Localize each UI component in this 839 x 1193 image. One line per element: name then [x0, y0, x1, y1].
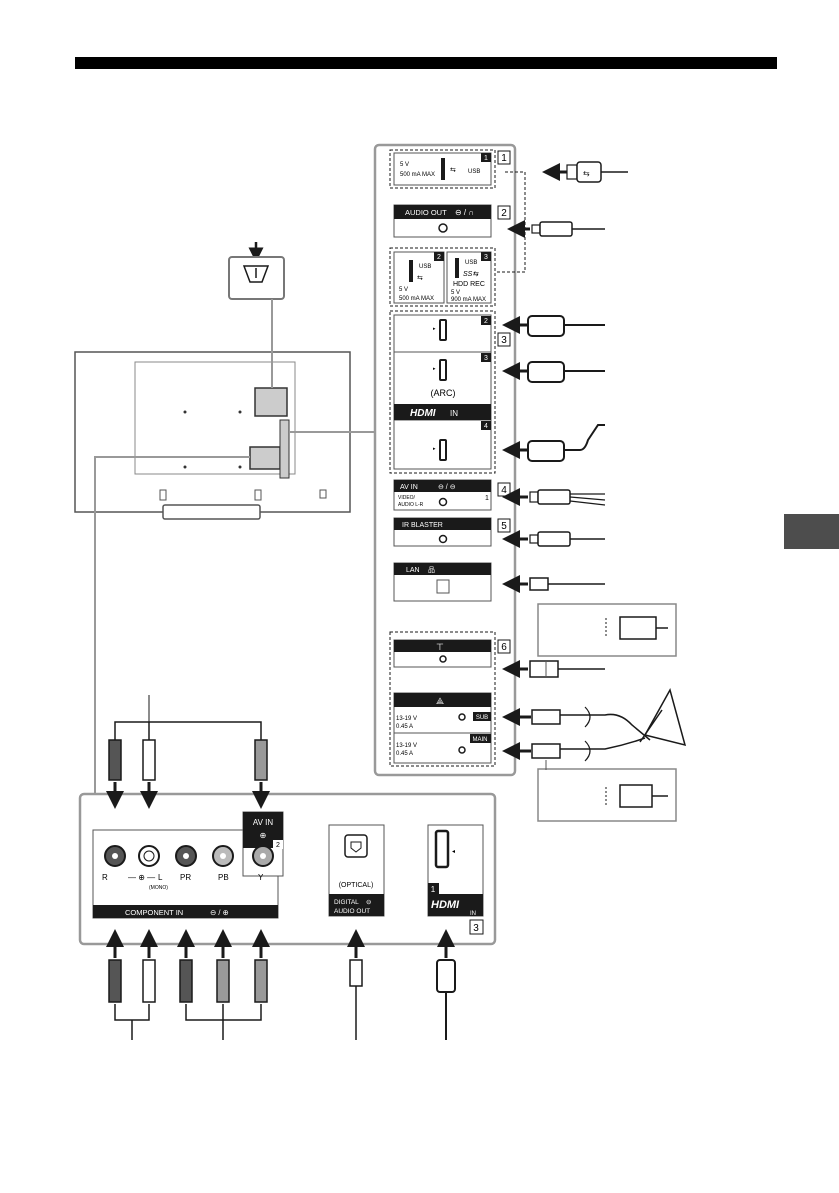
bottom-group-num: 3 [473, 923, 479, 934]
svg-text:⊖ / ⊕: ⊖ / ⊕ [210, 908, 229, 917]
hdmi2-num: 2 [484, 318, 488, 325]
jack-r-label: R [102, 873, 108, 882]
usb2-name: USB [419, 264, 431, 270]
audio-out-label: AUDIO OUT [405, 208, 447, 217]
svg-text:— ⊕ —: — ⊕ — [128, 873, 155, 882]
sat-sub-tag: SUB [476, 715, 488, 721]
headphone-icon: ⊖ / ∩ [455, 208, 474, 217]
usb1-name: USB [468, 169, 480, 175]
hdmi1-num: 1 [431, 885, 436, 894]
usb3-voltage: 5 V [451, 290, 460, 296]
group-num-1: 1 [501, 153, 507, 164]
hdmi4-num: 4 [484, 423, 488, 430]
sat-sub-voltage: 13-19 V [396, 716, 417, 722]
svg-text:◂: ◂ [452, 849, 455, 855]
jack-mono-label: (MONO) [149, 885, 168, 891]
usb2-num: 2 [437, 254, 441, 261]
antenna-icon: ⊤ [436, 642, 444, 652]
jack-y-label: Y [258, 873, 264, 882]
usb1-current: 500 mA MAX [400, 172, 435, 178]
svg-text:▸: ▸ [433, 326, 436, 332]
hdmi3-arc: (ARC) [431, 388, 456, 398]
tv-rear [74, 242, 375, 795]
sat-main-current: 0.45 A [396, 751, 413, 757]
jack-l-label: L [158, 873, 163, 882]
group-num-6: 6 [501, 642, 507, 653]
lan-icon: 品 [428, 566, 435, 574]
lan-label: LAN [406, 567, 420, 574]
right-cables: ⇆ [495, 161, 687, 762]
group-num-2: 2 [501, 208, 507, 219]
hdmi1-logo: HDMI [431, 899, 460, 911]
svg-text:▸: ▸ [433, 446, 436, 452]
ss-usb-icon: SS⇆ [463, 271, 479, 278]
hdmi3-num: 3 [484, 355, 488, 362]
usb3-current: 900 mA MAX [451, 297, 486, 303]
av-in1-num: 1 [485, 495, 489, 502]
group-num-4: 4 [501, 485, 507, 496]
av-in1-sub1: VIDEO/ [398, 495, 416, 501]
component-jacks [104, 845, 274, 867]
usb-icon: ⇆ [417, 275, 423, 282]
svg-text:▸: ▸ [433, 366, 436, 372]
svg-text:⊖: ⊖ [366, 899, 372, 906]
usb3-sub: HDD REC [453, 281, 485, 288]
component-in-label: COMPONENT IN [125, 908, 183, 917]
hdmi-in-label: IN [450, 409, 458, 418]
usb-icon: ⇆ [450, 167, 456, 174]
usb2-current: 500 mA MAX [399, 296, 434, 302]
usb2-voltage: 5 V [399, 287, 408, 293]
power-input-icon [242, 265, 270, 283]
bottom-cables [106, 695, 456, 1040]
usb3-name: USB [465, 260, 477, 266]
sat-main-voltage: 13-19 V [396, 743, 417, 749]
usb1-num: 1 [484, 155, 488, 162]
usb1-voltage: 5 V [400, 162, 409, 168]
svg-text:⊖ / ⊖: ⊖ / ⊖ [438, 484, 456, 491]
optical-label: (OPTICAL) [339, 882, 374, 889]
digital-label: DIGITAL [334, 899, 359, 906]
jack-pb-label: PB [218, 873, 229, 882]
av-in2-label: AV IN [253, 818, 274, 827]
digital-audio-out-label: AUDIO OUT [334, 908, 370, 915]
satellite-detail-callout [537, 768, 677, 822]
satellite-dish-icon: ⟁ [436, 696, 444, 706]
av-in2-num: 2 [276, 842, 280, 849]
sat-sub-current: 0.45 A [396, 724, 413, 730]
hdmi-logo: HDMI [410, 408, 436, 419]
hdmi1-in-label: IN [470, 911, 476, 917]
header-bar [75, 57, 777, 69]
side-tab [784, 514, 839, 549]
svg-text:⊕: ⊕ [260, 831, 267, 840]
group-num-3: 3 [501, 335, 507, 346]
group-num-5: 5 [501, 521, 507, 532]
usb3-num: 3 [484, 254, 488, 261]
ir-blaster-label: IR BLASTER [402, 522, 443, 529]
av-in1-sub2: AUDIO L-R [398, 502, 424, 508]
av-in1-label: AV IN [400, 484, 418, 491]
svg-text:⇆: ⇆ [583, 169, 590, 178]
antenna-detail-callout [537, 603, 677, 657]
sat-main-tag: MAIN [473, 737, 488, 743]
jack-pr-label: PR [180, 873, 191, 882]
